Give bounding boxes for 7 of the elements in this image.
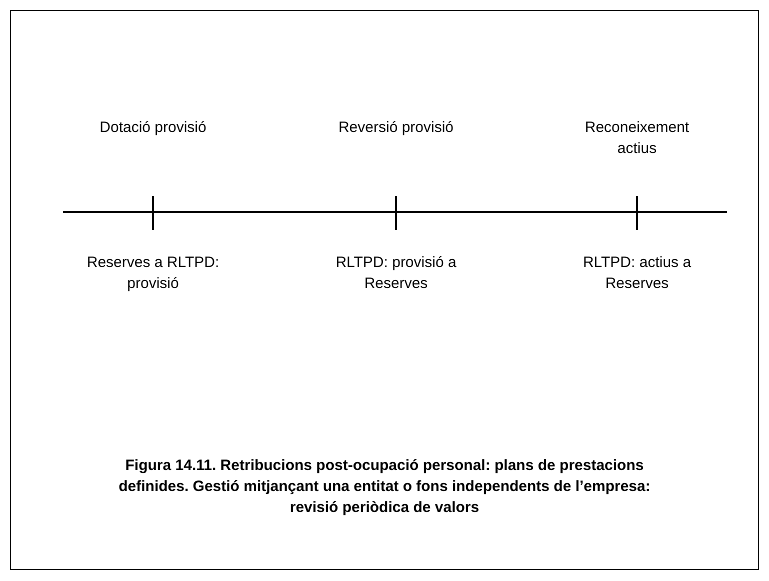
entry-label: Reserves a RLTPD: provisió bbox=[86, 253, 220, 294]
event-label: Reversió provisió bbox=[337, 118, 455, 138]
event-label: Reconeixement actius bbox=[584, 118, 690, 159]
entry-label: RLTPD: provisió a Reserves bbox=[334, 253, 458, 294]
entry-label: RLTPD: actius a Reserves bbox=[582, 253, 692, 294]
event-label: Dotació provisió bbox=[98, 118, 208, 138]
figure-caption: Figura 14.11. Retribucions post-ocupació personal: plans de prestacions definides. Gestió mitjançant una entitat o fons independents de l’empresa: revisió periòdica de valors bbox=[118, 456, 652, 518]
